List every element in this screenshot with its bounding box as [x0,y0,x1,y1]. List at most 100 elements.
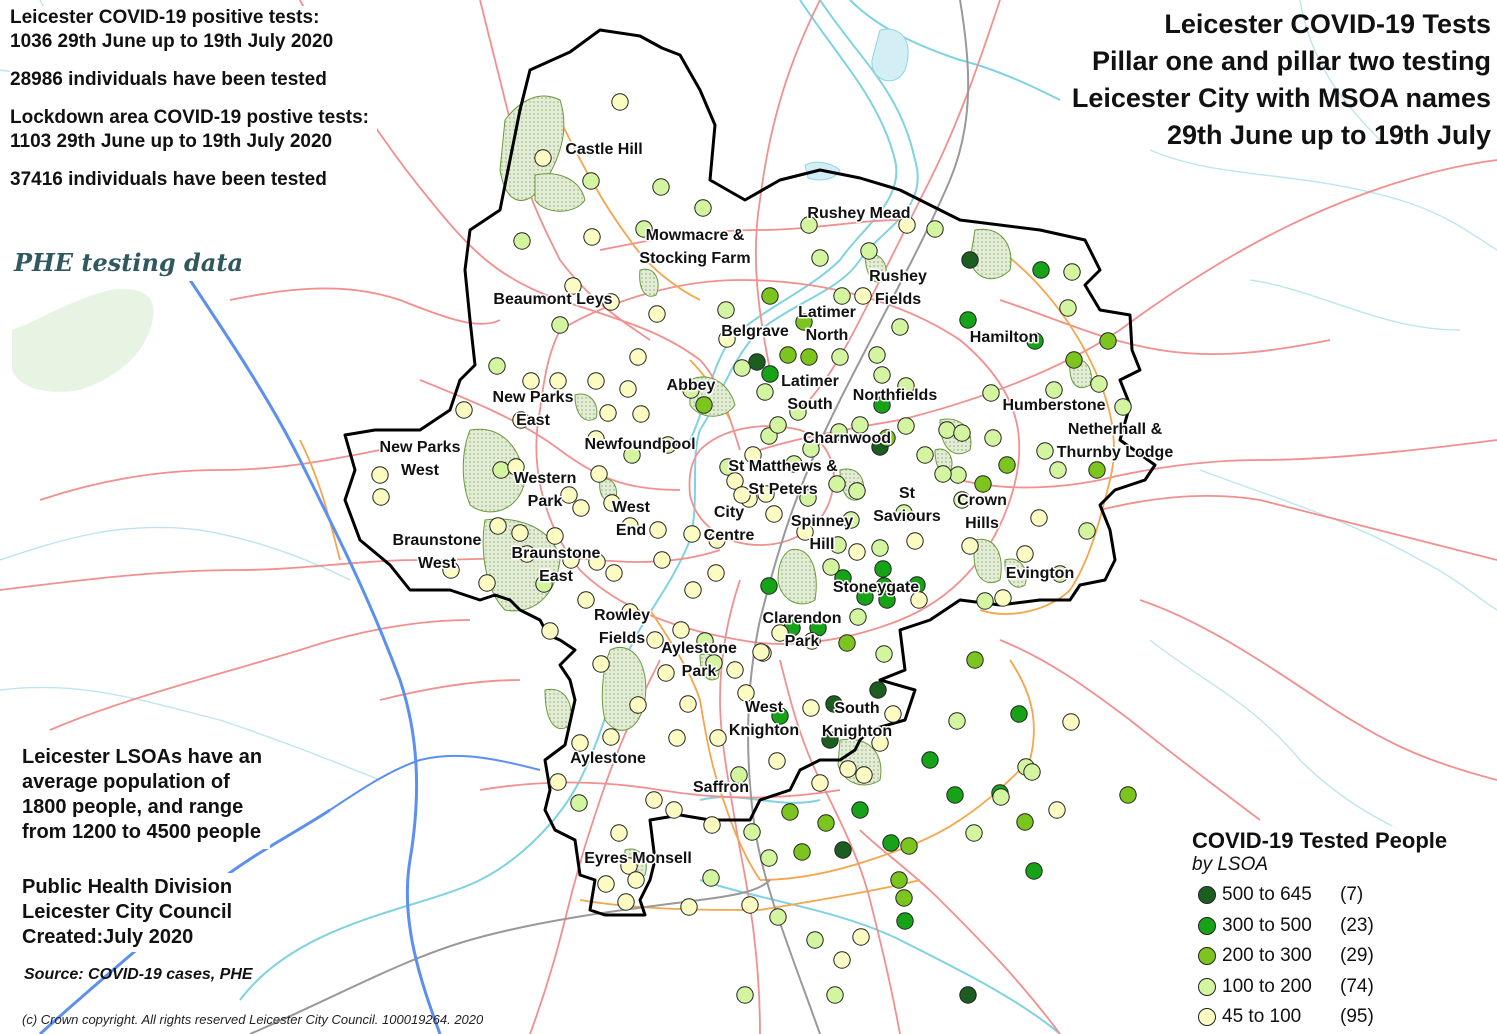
lsoa-circle [1016,813,1034,831]
msoa-label-line: Knighton [729,722,799,739]
lsoa-circle [906,532,924,550]
msoa-label: Eyres Monsell [584,850,692,867]
lsoa-population-note: Leicester LSOAs have an average populati… [22,741,271,849]
lsoa-circle [769,908,787,926]
lsoa-circle [900,837,918,855]
msoa-label-line: Park [682,663,717,680]
lsoa-circle [478,574,496,592]
lsoa-circle [891,318,909,336]
lsoa-circle [852,928,870,946]
lsoa-circle [838,634,856,652]
lsoa-circle [1059,299,1077,317]
msoa-label: Newfoundpool [584,436,695,453]
msoa-label-line: Spinney [791,513,853,530]
lsoa-circle [512,411,530,429]
msoa-label: St Matthews &St Peters [728,458,838,498]
lsoa-circle [829,536,847,554]
lsoa-circle [779,346,797,364]
map-title: Leicester COVID-19 Tests Pillar one and … [1072,6,1491,154]
lsoa-circle [1114,398,1132,416]
msoa-label: Mowmacre &Stocking Farm [639,227,750,267]
msoa-label: Abbey [667,377,716,394]
lsoa-circle [830,423,848,441]
msoa-label-line: West [612,499,651,516]
msoa-label-line: Crown [957,492,1007,509]
lsoa-circle [795,313,813,331]
msoa-label-line: Hill [810,536,835,553]
msoa-label-line: Hamilton [970,329,1038,346]
lsoa-circle [855,766,873,784]
lsoa-circle [605,564,623,582]
lsoa-circle [680,898,698,916]
lsoa-circle [839,760,857,778]
msoa-label-line: Northfields [853,387,938,404]
lsoa-circle [992,788,1010,806]
msoa-label-line: Abbey [667,377,716,394]
lsoa-circle [875,645,893,663]
lsoa-circle [938,421,956,439]
lsoa-circle [982,384,1000,402]
lsoa-circle [590,465,608,483]
lsoa-circle [744,446,762,464]
data-source-tag: PHE testing data [14,246,249,281]
lsoa-circle [717,301,735,319]
lsoa-circle [726,472,744,490]
legend-item: 300 to 500 (23) [1192,911,1492,942]
lsoa-circle [1090,375,1108,393]
lsoa-circle [948,712,966,730]
lsoa-circle [803,632,821,650]
lsoa-circles [371,93,1137,1004]
lsoa-circle [534,149,552,167]
lsoa-circle [882,834,900,852]
credit-line: Created:July 2020 [22,926,194,948]
lsoa-circle [549,372,567,390]
lsoa-circle [702,869,720,887]
msoa-label: Belgrave [721,323,789,340]
msoa-label-line: Stoneygate [833,579,919,596]
lsoa-circle [796,523,814,541]
lsoa-circle [994,589,1012,607]
lsoa-circle [961,537,979,555]
lsoa-circle [874,560,892,578]
msoa-label-line: Charnwood [803,430,891,447]
legend-count: (74) [1340,975,1374,997]
lsoa-circle [871,539,889,557]
lsoa-circle [718,330,736,348]
lsoa-circle [984,429,1002,447]
lsoa-circle [588,553,606,571]
msoa-label: Charnwood [803,430,891,447]
msoa-label-line: Stocking Farm [639,250,750,267]
msoa-label-line: Rowley [594,607,650,624]
lsoa-circle [1063,263,1081,281]
lsoa-circle [785,455,803,473]
legend-item: 100 to 200 (74) [1192,972,1492,1003]
lsoa-circle [921,751,939,769]
lsoa-circle [635,220,653,238]
msoa-label-line: East [539,568,573,585]
lsoa-circle [949,466,967,484]
msoa-label-line: St Matthews & [728,458,838,475]
lsoa-circle [602,728,620,746]
msoa-label-line: Evington [1006,565,1074,582]
lsoa-circle [802,699,820,717]
lsoa-circle [760,849,778,867]
lsoa-circle [587,430,605,448]
lsoa-circle [733,486,751,504]
msoa-label: Netherhall &Thurnby Lodge [1057,421,1174,461]
lsoa-circle [611,93,629,111]
lsoa-circle [768,752,786,770]
ring-road [535,279,1021,645]
lsoa-circle [860,242,878,260]
lsoa-circle [741,896,759,914]
lsoa-circle [610,824,628,842]
title-line: 29th June up to 19th July [1166,120,1491,150]
lsoa-circle [645,791,663,809]
msoa-label-line: Saviours [873,508,941,525]
